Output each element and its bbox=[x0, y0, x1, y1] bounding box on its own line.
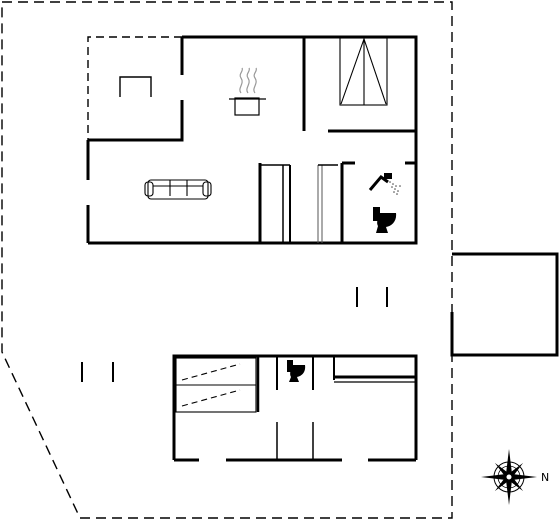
wall-stubs bbox=[81, 287, 388, 382]
upper-building bbox=[86, 35, 418, 245]
annex-building bbox=[450, 252, 559, 357]
toilet-icon bbox=[373, 207, 397, 233]
stove-icon bbox=[229, 67, 266, 116]
lower-north-wall bbox=[172, 354, 418, 460]
kitchen-wall-lower bbox=[88, 100, 184, 142]
bunk-bed-icon bbox=[175, 357, 257, 413]
bed-icon bbox=[339, 37, 388, 106]
counter-icon bbox=[334, 375, 416, 383]
sofa-icon bbox=[144, 179, 212, 200]
toilet-icon bbox=[287, 360, 306, 382]
compass-north-label: N bbox=[541, 471, 549, 484]
shower-icon bbox=[368, 173, 401, 195]
north-wall bbox=[88, 35, 418, 245]
table-icon bbox=[119, 76, 152, 97]
terrace-outline bbox=[87, 36, 182, 140]
lower-building bbox=[172, 354, 418, 462]
plot-boundary bbox=[1, 1, 453, 519]
compass-rose-icon bbox=[481, 449, 537, 505]
